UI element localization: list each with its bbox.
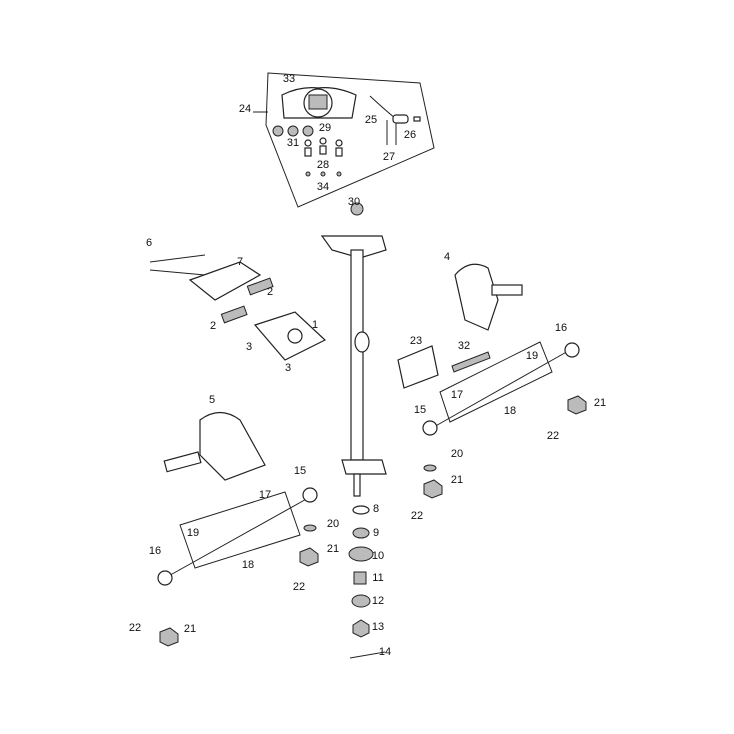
callout-32: 32 bbox=[458, 340, 470, 352]
steering-bracket bbox=[149, 254, 327, 361]
callout-18: 18 bbox=[242, 559, 254, 571]
callout-1: 1 bbox=[312, 319, 318, 331]
callout-24: 24 bbox=[239, 103, 251, 115]
callout-19: 19 bbox=[187, 527, 199, 539]
callout-19: 19 bbox=[526, 350, 538, 362]
callout-17: 17 bbox=[259, 489, 271, 501]
right-tie-rod bbox=[422, 341, 587, 499]
callout-16: 16 bbox=[149, 545, 161, 557]
callout-22: 22 bbox=[547, 430, 559, 442]
callout-34: 34 bbox=[317, 181, 329, 193]
left-tie-rod bbox=[157, 487, 319, 647]
callout-22: 22 bbox=[411, 510, 423, 522]
instrument-cluster-group bbox=[253, 72, 435, 208]
callout-3: 3 bbox=[246, 341, 252, 353]
callout-28: 28 bbox=[317, 159, 329, 171]
callout-11: 11 bbox=[372, 572, 383, 584]
callout-17: 17 bbox=[451, 389, 463, 401]
callout-6: 6 bbox=[146, 237, 152, 249]
callout-25: 25 bbox=[365, 114, 377, 126]
left-knuckle bbox=[163, 411, 266, 481]
callout-21: 21 bbox=[184, 623, 196, 635]
callout-23: 23 bbox=[410, 335, 422, 347]
callout-29: 29 bbox=[319, 122, 331, 134]
callout-5: 5 bbox=[209, 394, 215, 406]
right-knuckle bbox=[454, 263, 523, 331]
callout-16: 16 bbox=[555, 322, 567, 334]
callout-13: 13 bbox=[372, 621, 384, 633]
callout-8: 8 bbox=[373, 503, 379, 515]
callout-7: 7 bbox=[237, 256, 243, 268]
callout-21: 21 bbox=[451, 474, 463, 486]
callout-33: 33 bbox=[283, 73, 295, 85]
callout-12: 12 bbox=[372, 595, 384, 607]
callout-2: 2 bbox=[267, 286, 273, 298]
callout-22: 22 bbox=[293, 581, 305, 593]
callout-3: 3 bbox=[285, 362, 291, 374]
callout-2: 2 bbox=[210, 320, 216, 332]
callout-15: 15 bbox=[414, 404, 426, 416]
mount-plate bbox=[397, 345, 491, 389]
callout-22: 22 bbox=[129, 622, 141, 634]
callout-27: 27 bbox=[383, 151, 395, 163]
callout-18: 18 bbox=[504, 405, 516, 417]
callout-21: 21 bbox=[594, 397, 606, 409]
steering-column bbox=[320, 202, 387, 497]
callout-30: 30 bbox=[348, 196, 360, 208]
callout-9: 9 bbox=[373, 527, 379, 539]
callout-21: 21 bbox=[327, 543, 339, 555]
callout-10: 10 bbox=[372, 550, 384, 562]
callout-26: 26 bbox=[404, 129, 416, 141]
callout-14: 14 bbox=[379, 646, 391, 658]
callout-4: 4 bbox=[444, 251, 450, 263]
column-bearing-stack bbox=[348, 505, 386, 659]
callout-20: 20 bbox=[327, 518, 339, 530]
callout-20: 20 bbox=[451, 448, 463, 460]
callout-15: 15 bbox=[294, 465, 306, 477]
callout-31: 31 bbox=[287, 137, 299, 149]
